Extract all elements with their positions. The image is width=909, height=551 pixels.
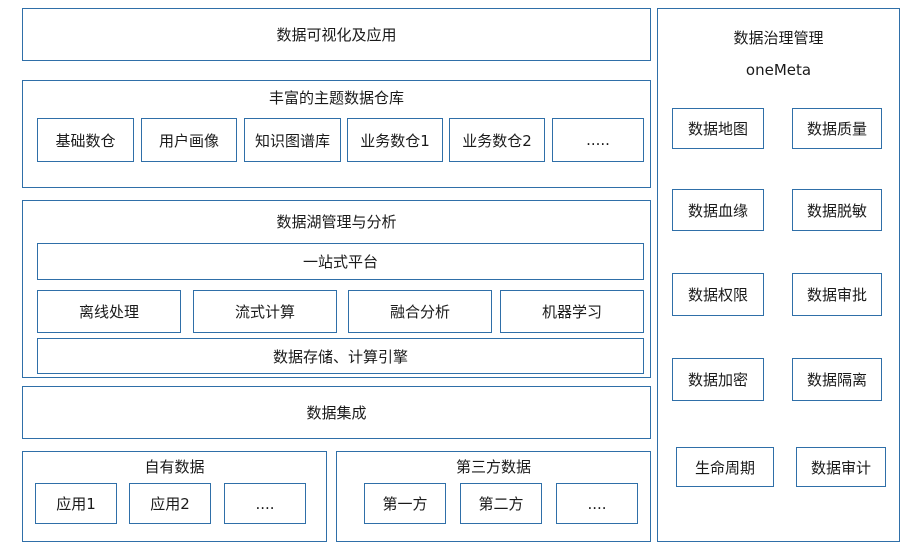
governance-item: 数据审计 [796,447,886,487]
governance-item: 数据地图 [672,108,764,149]
governance-item: 数据脱敏 [792,189,882,231]
data-lake-title: 数据湖管理与分析 [276,213,397,231]
governance-item: 数据审批 [792,273,882,316]
storage-compute-engine: 数据存储、计算引擎 [37,338,644,374]
data-integration-layer: 数据集成 [22,386,651,439]
own-data-title: 自有数据 [144,458,205,476]
warehouse-item: 用户画像 [141,118,237,162]
data-warehouse-title: 丰富的主题数据仓库 [268,89,404,107]
third-party-item: 第二方 [460,483,542,524]
data-integration-title: 数据集成 [306,404,367,422]
data-governance-panel: 数据治理管理 oneMeta 数据地图 数据质量 数据血缘 数据脱敏 数据权限 … [657,8,900,542]
data-governance-title: 数据治理管理 [733,29,824,47]
lake-item: 离线处理 [37,290,181,333]
own-data-panel: 自有数据 应用1 应用2 .... [22,451,327,542]
data-governance-subtitle: oneMeta [745,61,812,79]
third-party-item: .... [556,483,638,524]
governance-item: 数据隔离 [792,358,882,401]
lake-item: 机器学习 [500,290,644,333]
governance-item: 数据质量 [792,108,882,149]
third-party-item: 第一方 [364,483,446,524]
lake-item: 融合分析 [348,290,492,333]
visualization-layer-title: 数据可视化及应用 [276,26,397,44]
data-warehouse-panel: 丰富的主题数据仓库 基础数仓 用户画像 知识图谱库 业务数仓1 业务数仓2 ..… [22,80,651,188]
visualization-layer: 数据可视化及应用 [22,8,651,61]
governance-item: 数据加密 [672,358,764,401]
third-party-data-title: 第三方数据 [455,458,531,476]
governance-item: 数据血缘 [672,189,764,231]
one-stop-platform: 一站式平台 [37,243,644,280]
lake-item: 流式计算 [193,290,337,333]
warehouse-item: 业务数仓2 [449,118,545,162]
data-lake-panel: 数据湖管理与分析 一站式平台 离线处理 流式计算 融合分析 机器学习 数据存储、… [22,200,651,378]
warehouse-item: 基础数仓 [37,118,134,162]
governance-item: 生命周期 [676,447,774,487]
own-data-item: 应用1 [35,483,117,524]
governance-item: 数据权限 [672,273,764,316]
warehouse-item: 业务数仓1 [347,118,443,162]
warehouse-item: ..... [552,118,644,162]
own-data-item: .... [224,483,306,524]
third-party-data-panel: 第三方数据 第一方 第二方 .... [336,451,651,542]
warehouse-item: 知识图谱库 [244,118,341,162]
own-data-item: 应用2 [129,483,211,524]
